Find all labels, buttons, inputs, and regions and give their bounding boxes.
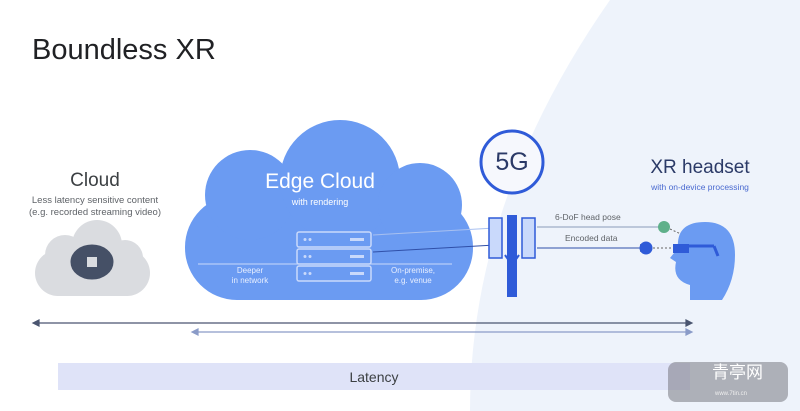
downlink-dot: [639, 241, 653, 255]
deeper-line1: Deeper: [236, 266, 264, 275]
cloud-subtitle-line2: (e.g. recorded streaming video): [28, 207, 161, 218]
cell-tower-icon: [488, 215, 536, 297]
deeper-line2: in network: [231, 276, 269, 285]
cloud-subtitle: Less latency sensitive content(e.g. reco…: [10, 195, 180, 219]
server-rack-icon: [296, 231, 372, 282]
cloud-subtitle-line1: Less latency sensitive content: [31, 195, 159, 206]
edge-cloud-subtitle: with rendering: [291, 197, 349, 207]
5g-badge: [479, 129, 545, 195]
onprem-line1: On-premise,: [390, 266, 435, 275]
cloud-title: Cloud: [70, 170, 120, 191]
uplink-label: 6-DoF head pose: [555, 212, 621, 222]
latency-bar: [58, 363, 690, 390]
uplink-to-server: [372, 227, 496, 236]
downlink-label: Encoded data: [565, 233, 618, 243]
brain-chip-icon: [70, 244, 114, 280]
edge-cloud-title: Edge Cloud: [265, 170, 375, 193]
latency-label: Latency: [349, 369, 399, 385]
downlink-from-server: [372, 244, 496, 253]
onprem-line2: e.g. venue: [394, 276, 432, 285]
cloud-latency-arrow: [31, 319, 694, 327]
uplink-dot: [658, 221, 670, 233]
watermark-name: 青亭网: [712, 363, 763, 382]
xr-headset-title: XR headset: [650, 157, 750, 178]
slide-title: Boundless XR: [32, 34, 216, 66]
watermark-url: www.7tin.cn: [715, 391, 748, 397]
head-with-glasses-icon: [670, 222, 735, 300]
watermark-logo: [668, 362, 788, 402]
xr-headset-subtitle: with on-device processing: [651, 182, 749, 192]
background-panel: [470, 0, 800, 411]
edge-latency-arrow: [190, 328, 694, 336]
on-premise-label: On-premise,e.g. venue: [378, 266, 448, 286]
5g-label: 5G: [495, 148, 529, 176]
